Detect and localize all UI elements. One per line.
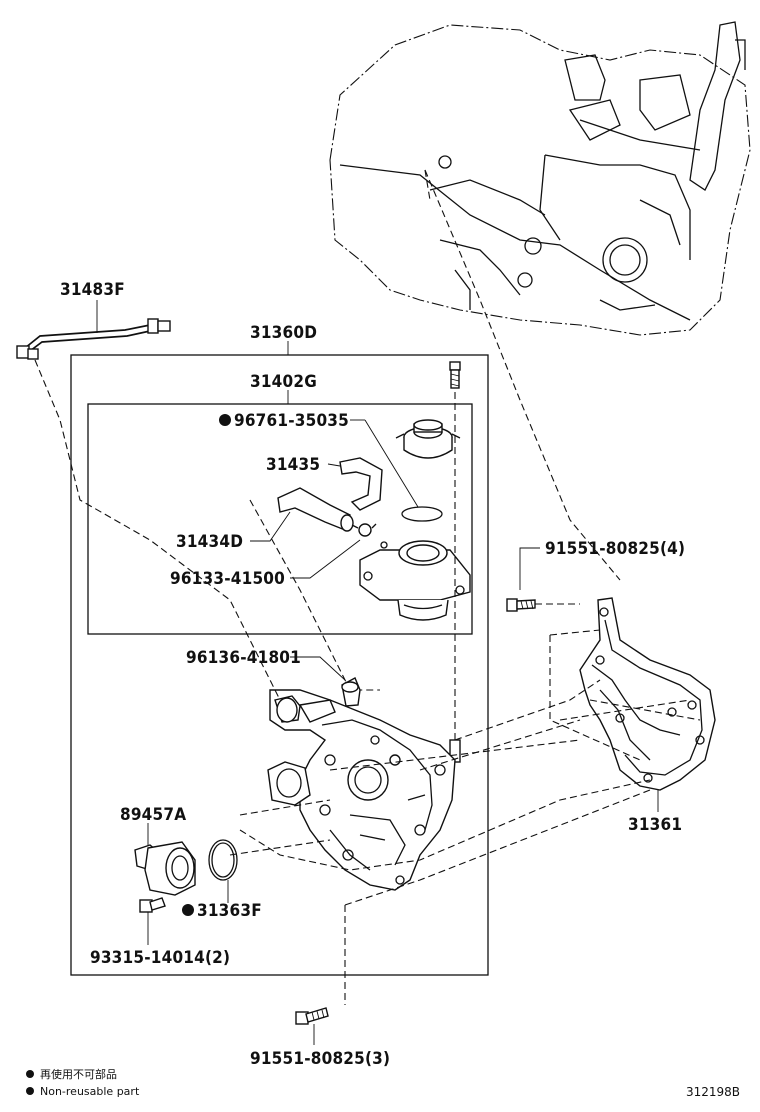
legend-line-2: Non-reusable part	[40, 1085, 140, 1098]
sensor-89457A	[134, 823, 196, 896]
label-31402G: 31402G	[250, 372, 317, 392]
main-housing	[267, 689, 456, 891]
label-89457A: 89457A	[120, 805, 186, 825]
label-31361: 31361	[628, 815, 682, 835]
label-93315-14014: 93315-14014(2)	[90, 948, 230, 968]
label-91551-80825-4: 91551-80825(4)	[545, 539, 685, 559]
label-31435: 31435	[266, 455, 320, 475]
inlet-housing	[359, 540, 471, 621]
cap-assembly	[395, 419, 461, 459]
oring-31363F	[208, 839, 238, 903]
legend-bullet-2	[26, 1087, 34, 1095]
bolt-91551-3	[295, 905, 346, 1045]
legend-line-1: 再使用不可部品	[40, 1067, 117, 1081]
non-reusable-mark-31363F	[182, 904, 194, 916]
label-96136-41801: 96136-41801	[186, 648, 301, 668]
case-31361	[579, 597, 716, 812]
subassembly-box-31402G	[87, 403, 473, 635]
label-96761-35035: 96761-35035	[234, 411, 349, 431]
legend-bullet-1	[26, 1070, 34, 1078]
transaxle-assembly	[329, 21, 751, 336]
hose-31434D	[250, 487, 354, 542]
illustration-ref-code: 312198B	[686, 1085, 740, 1099]
label-31363F-group: 31363F	[182, 901, 262, 921]
bolt-93315	[139, 897, 166, 945]
clamp-96133	[290, 523, 377, 579]
non-reusable-mark-96761	[219, 414, 231, 426]
valve-96136	[290, 656, 361, 707]
label-31363F: 31363F	[197, 901, 262, 921]
assembly-box-31360D	[70, 354, 489, 976]
alignment-lines	[34, 169, 701, 906]
label-91551-80825-3: 91551-80825(3)	[250, 1049, 390, 1069]
bolt-91551-4	[506, 547, 580, 612]
pipe-31483F	[16, 300, 171, 360]
label-31483F: 31483F	[60, 280, 125, 300]
hose-31435	[327, 457, 383, 511]
oring-96761	[350, 419, 443, 522]
label-31360D: 31360D	[250, 323, 317, 343]
label-31434D: 31434D	[176, 532, 243, 552]
legend: 再使用不可部品 Non-reusable part	[26, 1067, 140, 1098]
label-96133-41500: 96133-41500	[170, 569, 285, 589]
label-96761-group: 96761-35035	[219, 411, 349, 431]
